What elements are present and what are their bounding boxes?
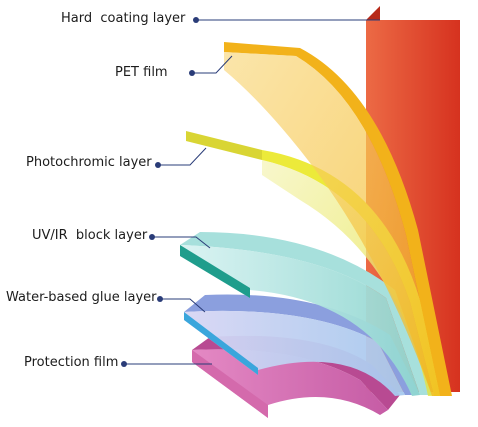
leader-line-pet-film: [192, 55, 233, 74]
leader-dot-pet-film: [189, 70, 195, 76]
leader-dot-photochromic: [155, 162, 161, 168]
leader-dot-uv-ir: [149, 234, 155, 240]
leader-line-photochromic: [158, 147, 207, 166]
leader-line-water-glue: [160, 298, 206, 313]
leader-dot-water-glue: [157, 296, 163, 302]
pet-film-shape: [224, 42, 452, 396]
label-pet-film: PET film: [115, 65, 168, 80]
label-protection-film: Protection film: [24, 355, 119, 370]
leader-lines: [124, 19, 380, 365]
label-water-based-glue-layer: Water-based glue layer: [6, 290, 157, 305]
label-uv-ir-block-layer: UV/IR block layer: [32, 228, 148, 243]
label-photochromic-layer: Photochromic layer: [26, 155, 152, 170]
leader-dot-protection: [121, 361, 127, 367]
leader-dot-hard-coating: [193, 17, 199, 23]
leader-line-uv-ir: [152, 236, 211, 249]
uv-ir-block-layer-shape: [180, 232, 432, 396]
leader-dots: [121, 17, 199, 367]
label-hard-coating-layer: Hard coating layer: [61, 11, 186, 26]
